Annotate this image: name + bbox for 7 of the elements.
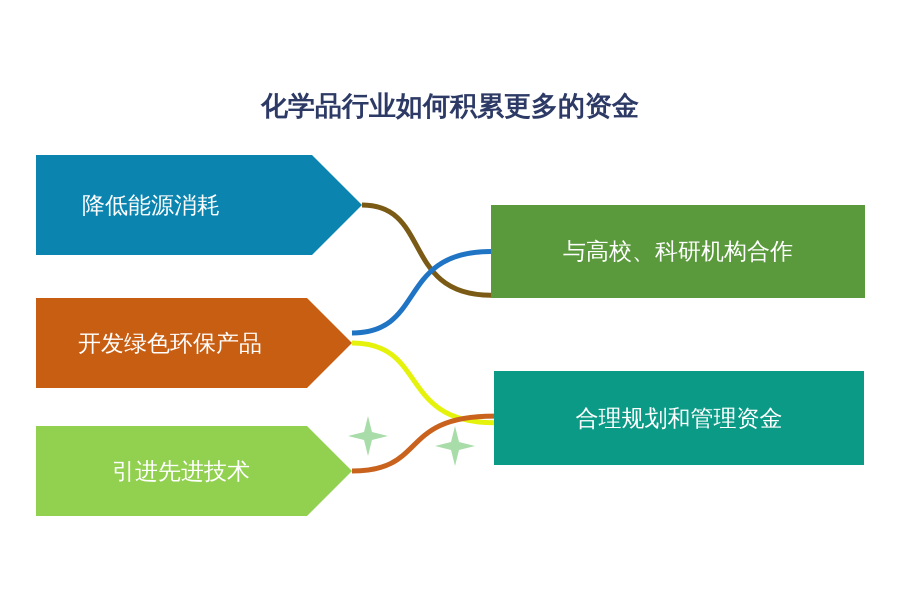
connector-curve xyxy=(352,340,494,426)
rectangle-box: 合理规划和管理资金 xyxy=(494,371,864,465)
connector-curve xyxy=(352,249,492,336)
page-title: 化学品行业如何积累更多的资金 xyxy=(261,91,639,122)
connector-curve xyxy=(362,202,492,298)
rectangle-box: 与高校、科研机构合作 xyxy=(491,205,865,298)
connector-curve xyxy=(352,414,494,474)
